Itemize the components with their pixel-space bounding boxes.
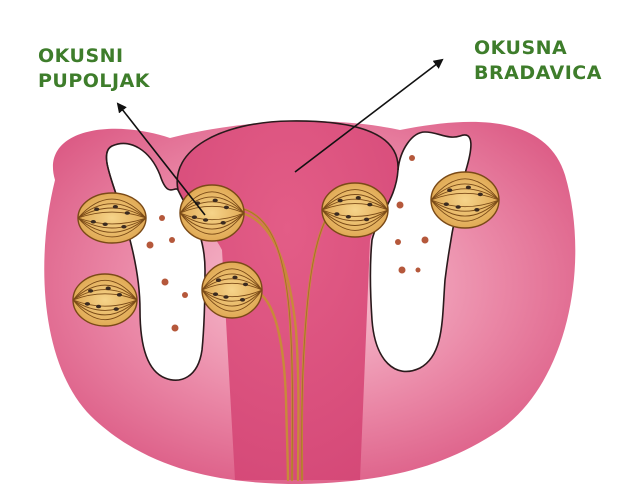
taste-bud-label-line2: PUPOLJAK xyxy=(38,69,150,94)
papilla-label: OKUSNA BRADAVICA xyxy=(474,36,602,86)
taste-bud-label-line1: OKUSNI xyxy=(38,44,150,69)
taste-bud xyxy=(73,274,137,326)
papilla-label-line2: BRADAVICA xyxy=(474,61,602,86)
taste-bud xyxy=(202,262,262,318)
taste-bud xyxy=(180,185,244,241)
taste-bud xyxy=(78,193,146,243)
taste-bud xyxy=(322,183,388,237)
papilla-label-line1: OKUSNA xyxy=(474,36,602,61)
taste-bud-label: OKUSNI PUPOLJAK xyxy=(38,44,150,94)
taste-bud xyxy=(431,172,499,228)
